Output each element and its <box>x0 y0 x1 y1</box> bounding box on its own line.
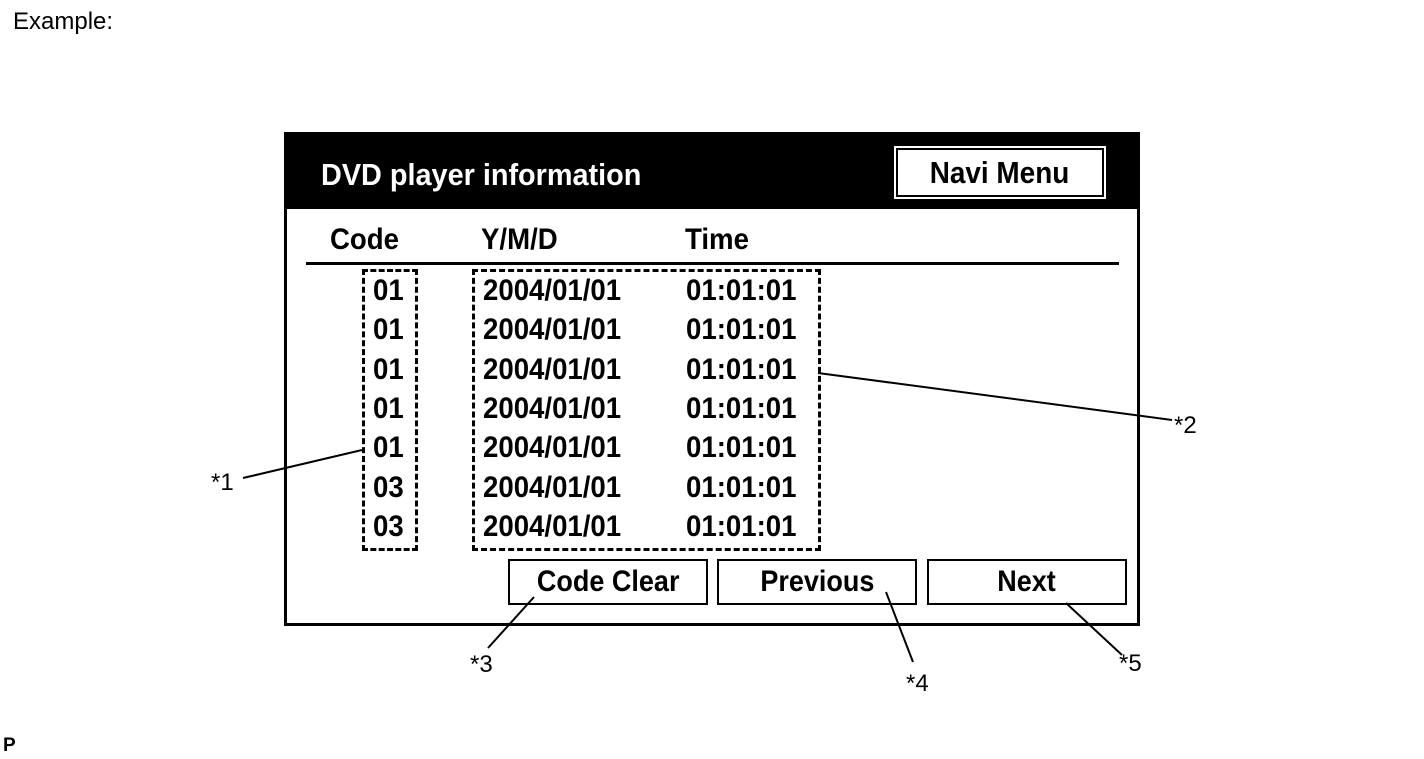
column-header-code: Code <box>330 223 399 256</box>
row-code: 01 <box>373 352 404 386</box>
title-bar: DVD player information Navi Menu <box>287 135 1137 209</box>
code-clear-label: Code Clear <box>536 565 680 598</box>
row-date: 2004/01/01 <box>483 313 622 347</box>
column-header-time: Time <box>685 223 749 256</box>
row-time: 01:01:01 <box>686 274 797 307</box>
leader-line-5 <box>1065 602 1123 656</box>
example-caption: Example: <box>13 8 114 35</box>
row-code: 03 <box>373 509 404 543</box>
dvd-info-screen: DVD player information Navi Menu Code Y/… <box>284 132 1140 626</box>
row-time: 01:01:01 <box>686 509 797 543</box>
row-date: 2004/01/01 <box>483 431 622 465</box>
callout-1: *1 <box>211 469 234 496</box>
row-date: 2004/01/01 <box>483 509 622 543</box>
row-code: 01 <box>373 274 404 307</box>
navi-menu-button[interactable]: Navi Menu <box>894 146 1106 199</box>
row-code: 01 <box>373 391 404 425</box>
callout-2: *2 <box>1174 412 1197 439</box>
row-date: 2004/01/01 <box>483 470 622 504</box>
row-date: 2004/01/01 <box>483 391 622 425</box>
datetime-columns-outline <box>472 269 821 551</box>
header-divider <box>306 262 1119 265</box>
corner-mark: P <box>3 735 16 756</box>
callout-5: *5 <box>1119 650 1142 677</box>
code-column-outline <box>362 269 418 551</box>
leader-line-2 <box>817 372 1173 421</box>
row-code: 01 <box>373 313 404 347</box>
next-label: Next <box>997 565 1057 598</box>
row-time: 01:01:01 <box>686 313 797 347</box>
row-date: 2004/01/01 <box>483 352 622 386</box>
previous-label: Previous <box>759 565 875 598</box>
callout-3: *3 <box>470 651 493 678</box>
row-date: 2004/01/01 <box>483 274 622 307</box>
previous-button[interactable]: Previous <box>717 559 917 605</box>
leader-line-3 <box>487 596 535 649</box>
callout-4: *4 <box>906 670 929 697</box>
navi-menu-label: Navi Menu <box>930 154 1070 190</box>
row-code: 01 <box>373 431 404 465</box>
next-button[interactable]: Next <box>927 559 1127 605</box>
row-code: 03 <box>373 470 404 504</box>
leader-line-4 <box>885 591 914 663</box>
screen-title: DVD player information <box>321 157 642 192</box>
code-clear-button[interactable]: Code Clear <box>508 559 708 605</box>
row-time: 01:01:01 <box>686 470 797 504</box>
leader-line-1 <box>242 449 363 479</box>
row-time: 01:01:01 <box>686 352 797 386</box>
row-time: 01:01:01 <box>686 391 797 425</box>
row-time: 01:01:01 <box>686 431 797 465</box>
column-header-date: Y/M/D <box>481 223 558 256</box>
